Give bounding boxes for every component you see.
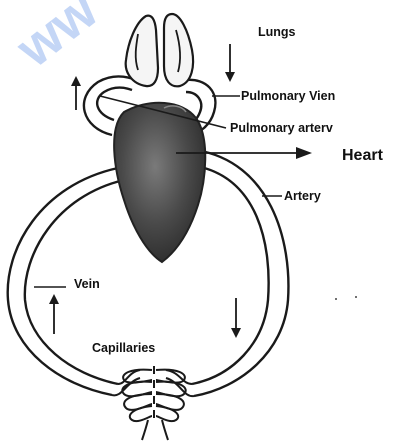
speck: [335, 298, 337, 300]
left-lung: [126, 16, 158, 86]
label-heart: Heart: [342, 147, 384, 164]
speck: [355, 296, 357, 298]
label-lungs: Lungs: [258, 25, 296, 39]
lungs-shape: [126, 14, 193, 86]
label-capillaries: Capillaries: [92, 341, 155, 355]
heart-body: [114, 103, 205, 262]
capillary-bed: [112, 366, 194, 440]
label-artery: Artery: [284, 189, 321, 203]
label-pulmonary-artery: Pulmonary arterv: [230, 121, 333, 135]
label-vein: Vein: [74, 277, 100, 291]
label-pulmonary-vein: Pulmonary Vien: [241, 89, 335, 103]
artery-tube-inner: [192, 166, 269, 384]
watermark-text: ww: [5, 0, 110, 79]
right-lung: [164, 14, 193, 86]
heart-shape: [114, 103, 205, 262]
